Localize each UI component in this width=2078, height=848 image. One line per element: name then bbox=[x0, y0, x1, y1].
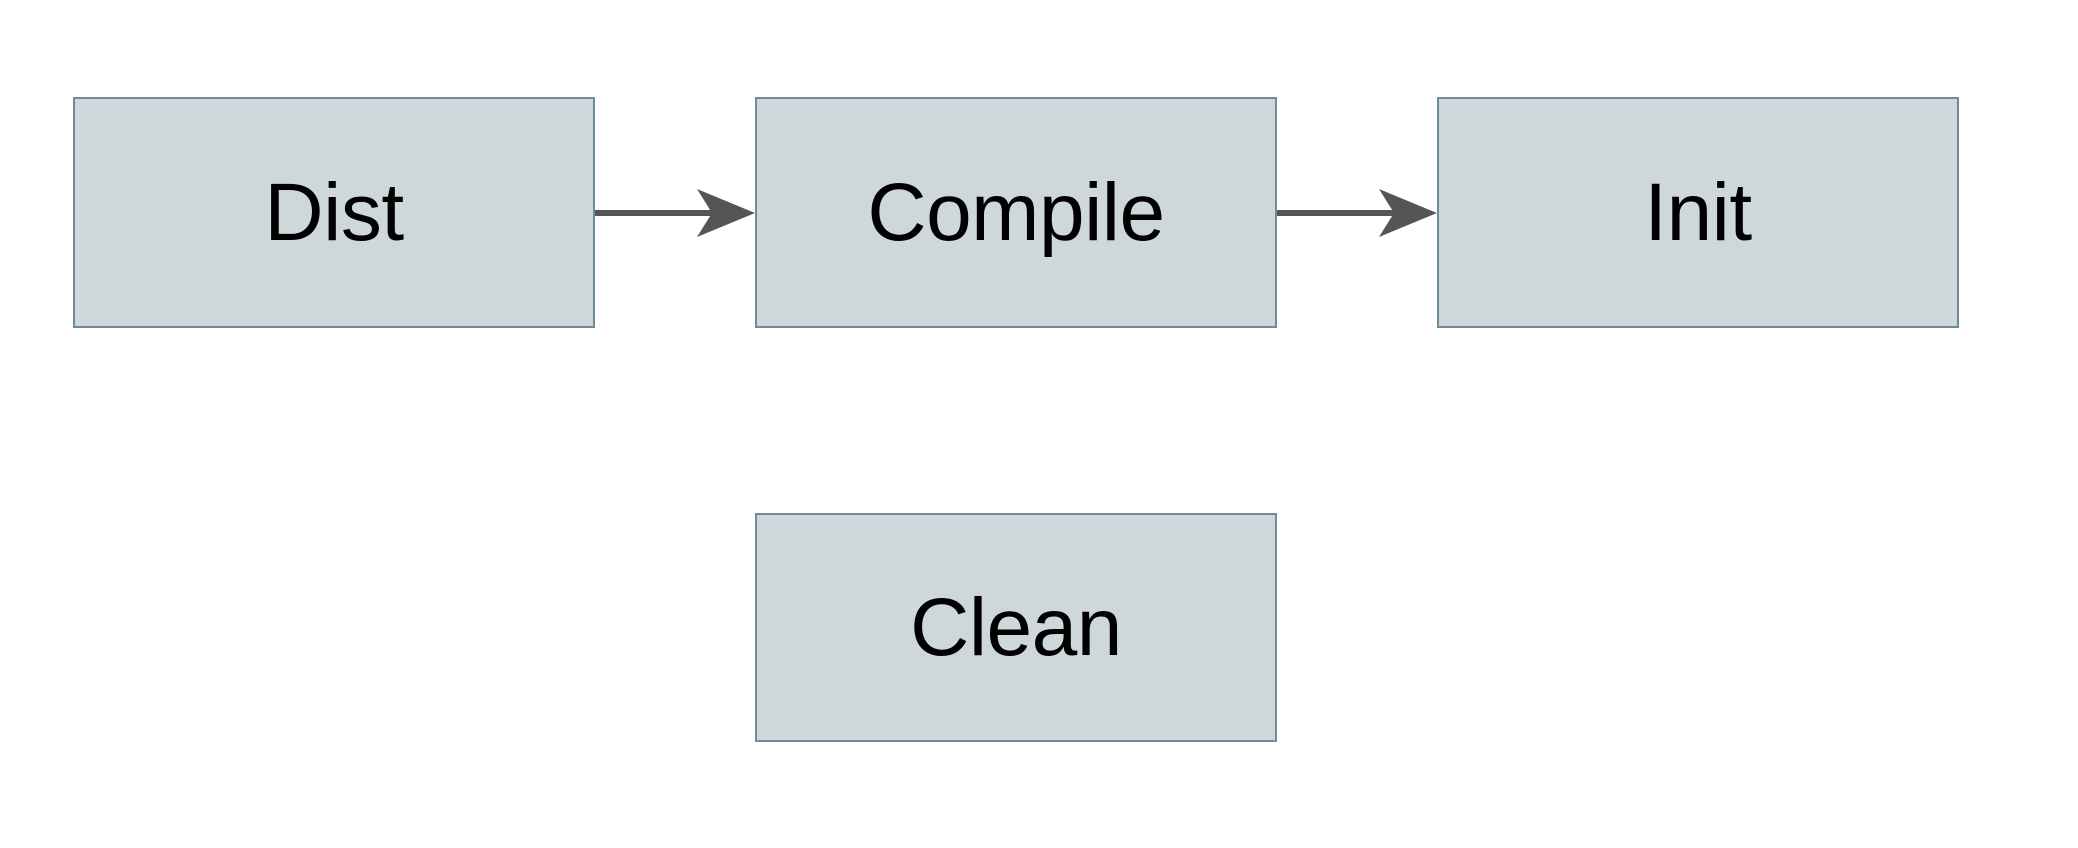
edge-compile-to-init bbox=[1277, 189, 1437, 237]
node-dist-label: Dist bbox=[264, 166, 404, 258]
node-init-label: Init bbox=[1644, 166, 1752, 258]
node-compile-label: Compile bbox=[867, 166, 1165, 258]
edge-dist-to-compile bbox=[595, 189, 755, 237]
node-init[interactable]: Init bbox=[1437, 97, 1959, 328]
node-compile[interactable]: Compile bbox=[755, 97, 1277, 328]
node-clean[interactable]: Clean bbox=[755, 513, 1277, 742]
node-clean-label: Clean bbox=[910, 581, 1122, 673]
node-dist[interactable]: Dist bbox=[73, 97, 595, 328]
